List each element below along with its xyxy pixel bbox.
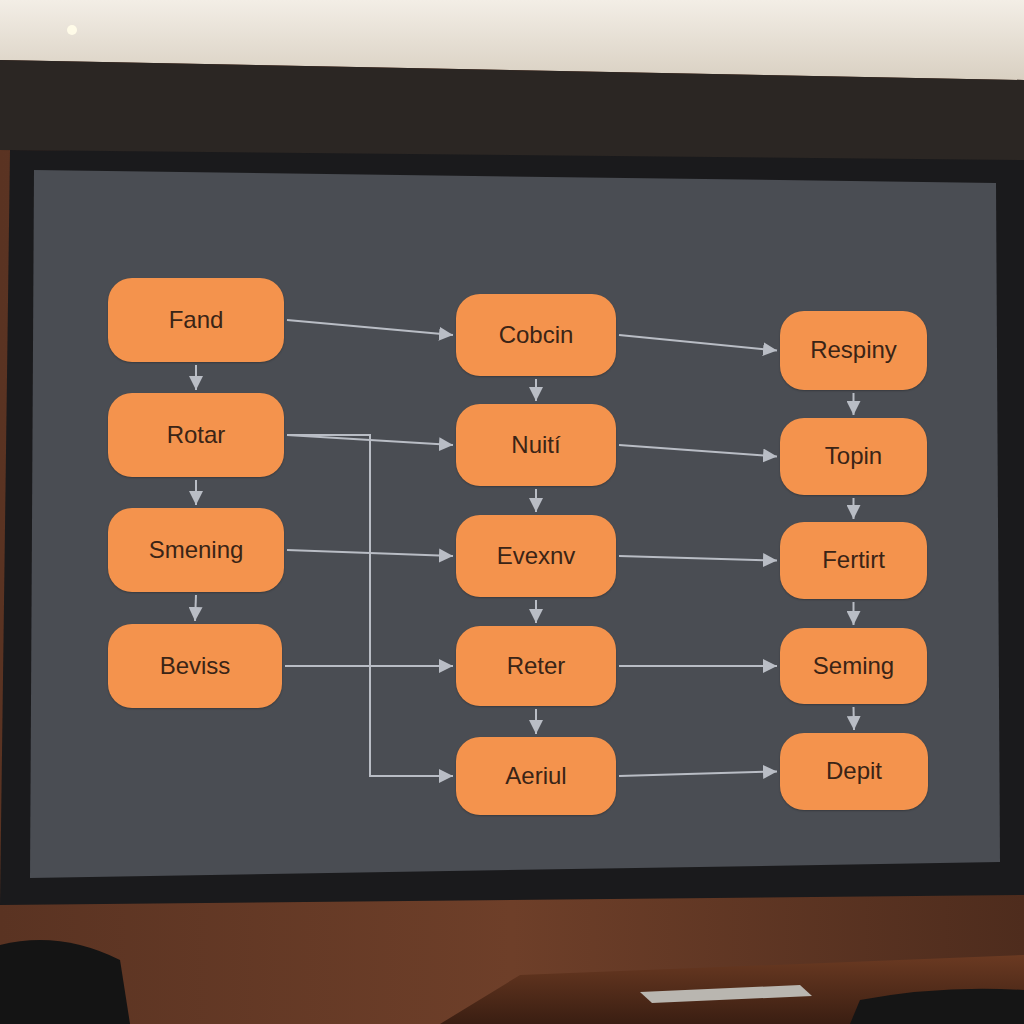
box-label: Evexnv	[497, 542, 576, 571]
flow-arrow	[535, 379, 537, 401]
flow-arrow	[853, 707, 856, 730]
box-label: Beviss	[160, 652, 231, 681]
screen-frame	[0, 150, 1024, 905]
process-box: Depit	[780, 733, 928, 810]
process-box: Evexnv	[456, 515, 616, 597]
box-label: Cobcin	[499, 321, 574, 350]
process-box: Fand	[108, 278, 284, 362]
projection-screen	[30, 170, 1000, 878]
box-label: Reter	[507, 652, 566, 681]
process-box: Rotar	[108, 393, 284, 477]
box-label: Depit	[826, 757, 882, 786]
process-box: Smening	[108, 508, 284, 592]
flow-arrow	[195, 365, 197, 390]
flow-arrow	[619, 665, 777, 667]
flow-arrow	[619, 335, 777, 351]
process-box: Beviss	[108, 624, 282, 708]
process-box: Fertirt	[780, 522, 927, 599]
conference-table	[440, 955, 1024, 1024]
process-box: Respiny	[780, 311, 927, 390]
chair	[850, 989, 1024, 1024]
process-box: Seming	[780, 628, 927, 704]
flow-arrow	[195, 595, 196, 621]
box-label: Respiny	[810, 336, 897, 365]
ceiling-light	[67, 25, 77, 35]
flow-arrow	[853, 393, 855, 415]
flow-arrow	[619, 556, 777, 561]
box-label: Nuití	[511, 431, 560, 460]
process-box: Topin	[780, 418, 927, 495]
chair	[0, 940, 130, 1024]
box-label: Rotar	[167, 421, 226, 450]
process-box: Reter	[456, 626, 616, 706]
process-box: Nuití	[456, 404, 616, 486]
flow-arrow	[619, 445, 777, 457]
flow-arrow	[853, 498, 855, 519]
flow-arrow	[287, 550, 453, 556]
box-label: Seming	[813, 652, 894, 681]
process-box: Aeriul	[456, 737, 616, 815]
flow-arrow	[195, 480, 197, 505]
flow-arrow	[287, 320, 453, 335]
process-box: Cobcin	[456, 294, 616, 376]
box-label: Topin	[825, 442, 882, 471]
flow-arrow	[853, 602, 855, 625]
box-label: Smening	[149, 536, 244, 565]
box-label: Fand	[169, 306, 224, 335]
flow-arrow	[619, 772, 777, 777]
screen-housing	[0, 60, 1024, 165]
table-device	[640, 985, 812, 1003]
flow-arrow	[535, 600, 537, 623]
flow-arrow	[287, 435, 453, 776]
box-label: Fertirt	[822, 546, 885, 575]
flow-arrow	[535, 709, 537, 734]
flow-arrow	[285, 665, 453, 667]
box-label: Aeriul	[505, 762, 566, 791]
flow-arrow	[535, 489, 537, 512]
